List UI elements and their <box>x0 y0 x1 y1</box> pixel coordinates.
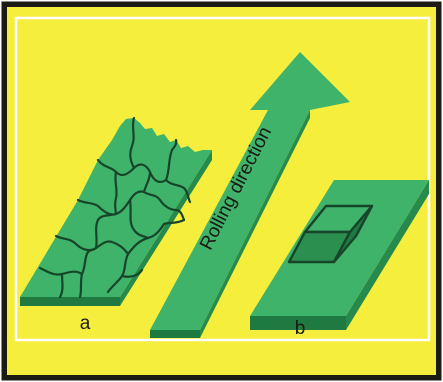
panel-b-label: b <box>295 318 306 339</box>
arrow-side-face <box>150 330 200 338</box>
panel-a-side-face <box>20 297 120 306</box>
panel-a-label: a <box>80 313 91 334</box>
